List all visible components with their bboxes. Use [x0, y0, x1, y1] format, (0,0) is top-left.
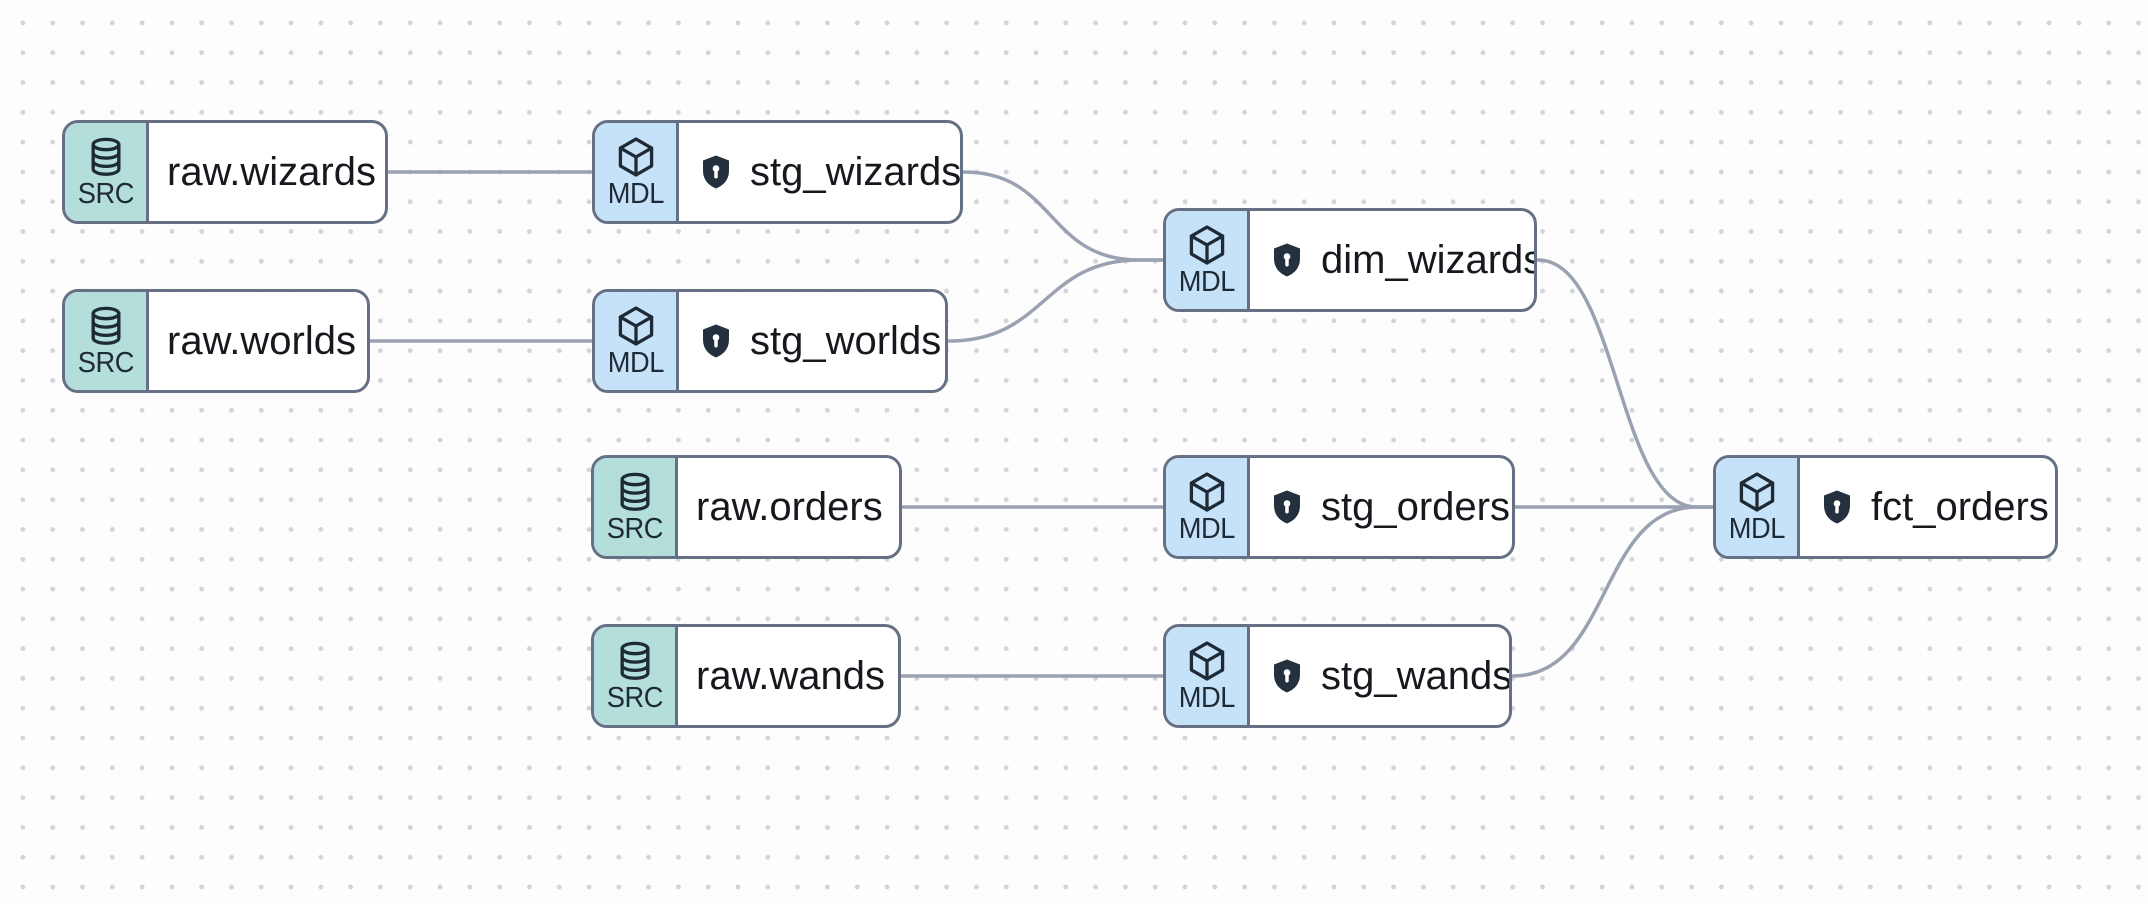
node-label: stg_worlds [750, 319, 942, 363]
node-dim-wizards[interactable]: MDL dim_wizards [1163, 208, 1537, 312]
node-type-label: SRC [77, 178, 134, 210]
node-type-label: MDL [1728, 513, 1785, 545]
shield-lock-icon [697, 151, 735, 193]
node-label: stg_wands [1321, 654, 1512, 698]
node-raw-orders[interactable]: SRC raw.orders [591, 455, 902, 559]
node-type-label: SRC [606, 513, 663, 545]
node-type-badge: SRC [594, 458, 678, 556]
node-type-badge: MDL [1166, 458, 1250, 556]
node-label: raw.wizards [167, 150, 376, 194]
node-stg-orders[interactable]: MDL stg_orders [1163, 455, 1515, 559]
node-body: stg_wizards [679, 123, 962, 221]
cube-icon [1185, 223, 1229, 267]
cube-icon [614, 135, 658, 179]
node-body: raw.wizards [149, 123, 385, 221]
shield-lock-icon [697, 320, 735, 362]
node-type-label: MDL [1178, 266, 1235, 298]
node-body: stg_orders [1250, 458, 1512, 556]
node-raw-worlds[interactable]: SRC raw.worlds [62, 289, 370, 393]
node-body: fct_orders [1800, 458, 2055, 556]
shield-lock-icon [1268, 239, 1306, 281]
node-label: raw.orders [696, 485, 883, 529]
database-icon [613, 639, 657, 683]
edge-stg-wands-to-fct-orders [1511, 505, 1714, 678]
node-type-badge: MDL [595, 292, 679, 390]
node-label: raw.worlds [167, 319, 356, 363]
node-type-label: MDL [607, 347, 664, 379]
node-label: stg_orders [1321, 485, 1510, 529]
node-type-badge: SRC [65, 292, 149, 390]
node-fct-orders[interactable]: MDL fct_orders [1713, 455, 2058, 559]
node-type-badge: MDL [1716, 458, 1800, 556]
cube-icon [614, 304, 658, 348]
node-body: dim_wizards [1250, 211, 1537, 309]
node-body: raw.worlds [149, 292, 367, 390]
node-label: stg_wizards [750, 150, 962, 194]
node-type-badge: SRC [65, 123, 149, 221]
database-icon [84, 304, 128, 348]
node-label: fct_orders [1871, 485, 2049, 529]
database-icon [613, 470, 657, 514]
node-body: stg_worlds [679, 292, 945, 390]
node-body: raw.orders [678, 458, 899, 556]
node-stg-worlds[interactable]: MDL stg_worlds [592, 289, 948, 393]
node-label: dim_wizards [1321, 238, 1537, 282]
node-body: raw.wands [678, 627, 898, 725]
node-raw-wands[interactable]: SRC raw.wands [591, 624, 901, 728]
node-type-badge: MDL [1166, 211, 1250, 309]
node-body: stg_wands [1250, 627, 1512, 725]
node-type-label: MDL [1178, 513, 1235, 545]
database-icon [84, 135, 128, 179]
cube-icon [1185, 470, 1229, 514]
node-type-label: MDL [607, 178, 664, 210]
shield-lock-icon [1818, 486, 1856, 528]
node-type-badge: MDL [595, 123, 679, 221]
edge-stg-worlds-to-dim-wizards [947, 258, 1164, 343]
edge-stg-wizards-to-dim-wizards [962, 170, 1164, 262]
node-type-label: SRC [606, 682, 663, 714]
shield-lock-icon [1268, 486, 1306, 528]
node-stg-wands[interactable]: MDL stg_wands [1163, 624, 1512, 728]
node-type-badge: MDL [1166, 627, 1250, 725]
node-label: raw.wands [696, 654, 885, 698]
node-type-badge: SRC [594, 627, 678, 725]
node-type-label: SRC [77, 347, 134, 379]
node-type-label: MDL [1178, 682, 1235, 714]
node-stg-wizards[interactable]: MDL stg_wizards [592, 120, 963, 224]
edge-dim-wizards-to-fct-orders [1536, 258, 1714, 509]
cube-icon [1185, 639, 1229, 683]
shield-lock-icon [1268, 655, 1306, 697]
cube-icon [1735, 470, 1779, 514]
node-raw-wizards[interactable]: SRC raw.wizards [62, 120, 388, 224]
